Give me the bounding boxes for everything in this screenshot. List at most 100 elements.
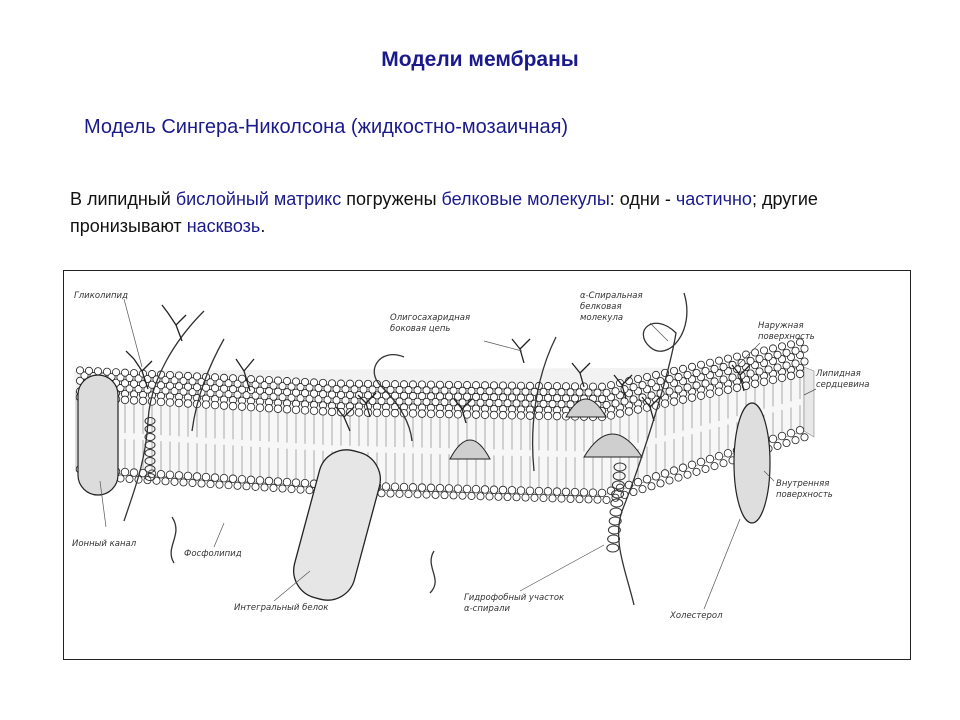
lipid-head [417,380,426,389]
carbohydrate-chains [125,304,751,432]
helix-turn [607,534,621,544]
label-line: Липидная [816,369,861,379]
lipid-head [476,398,485,407]
membrane-right-face [803,366,815,438]
lipid-head [575,388,584,397]
lipid-head [197,479,206,488]
label-line: поверхность [758,332,815,342]
lipid-head [777,373,787,383]
lipid-head [161,375,170,384]
label-line: Гидрофобный участок [464,593,565,603]
lipid-head [791,359,800,368]
lipid-head [192,472,202,481]
lipid-head [543,411,553,421]
lipid-head [269,483,278,492]
leader-cholesterol [703,518,741,610]
chain-2 [161,304,187,342]
label-line: белковая [580,302,622,312]
lipid-head [300,377,309,386]
lipid-head [166,370,175,379]
lipid-head [507,393,516,402]
lipid-head [714,387,724,396]
lipid-head [728,373,737,382]
body-text-part: . [260,216,266,236]
lipid-head [719,459,728,468]
lipid-head [359,385,368,394]
lipid-head [705,389,715,398]
lipid-head [255,375,264,384]
lipid-head [724,354,733,363]
lipid-head [525,486,535,496]
lipid-head [413,397,422,406]
lipid-head [458,386,467,395]
lipid-head [597,488,607,498]
lipid-head [390,408,400,418]
lipid-head [516,486,526,495]
lipid-head [589,382,598,391]
lipid-head [309,378,318,387]
lipid-head [147,397,157,406]
lipid-head [669,466,679,475]
leader-inner [763,470,775,482]
lipid-head [539,387,548,396]
helix-turn [610,498,624,508]
lipid-head [426,392,435,401]
lipid-head [341,396,350,405]
body-text: В липидный бислойный матрикс погружены б… [70,186,900,240]
chain-11 [731,364,751,392]
lipid-head [688,362,697,371]
lipid-head [759,377,769,386]
helix-turn [144,449,156,457]
lipid-head [309,406,319,416]
lipid-head [471,410,481,419]
lipid-head [395,489,404,498]
lipid-head [381,482,391,491]
lipid-head [521,493,530,502]
lipid-head [489,485,499,494]
leader-hydrophobic [519,544,605,592]
lipid-head [638,485,647,494]
lipid-head [228,385,237,394]
lipid-head [170,477,179,486]
lipid-head [480,393,489,402]
lipid-head [219,473,229,483]
lipid-head [660,469,670,478]
lipid-head [674,385,683,394]
lipid-head [260,392,269,401]
lipid-head [449,386,458,395]
lipid-head [345,379,354,388]
lipid-head [345,408,355,417]
highlight-bilayer-matrix: бислойный матрикс [175,189,342,209]
lipid-head [746,356,755,365]
lipid-head [413,386,422,395]
slide-subtitle: Модель Сингера-Николсона (жидкостно-моза… [84,116,569,138]
lipid-head [552,411,562,421]
strand-5 [617,292,688,606]
leader-glycolipid [123,298,143,368]
lipid-head [165,398,175,407]
lipid-head [175,382,184,391]
lipid-head [669,397,679,406]
lipid-head [534,486,544,496]
chain-7 [511,338,531,364]
lipid-head [246,375,255,384]
lipid-head [786,428,796,438]
lipid-head [665,476,674,485]
lipid-head [309,389,318,398]
lipid-head [503,399,512,408]
lipid-head [462,484,472,494]
label-line: α-Спиральная [580,291,643,301]
lipid-head [233,481,242,490]
lipid-head [282,405,292,414]
lipid-head [782,439,791,448]
lipid-head [431,386,440,395]
lipid-head [170,387,179,396]
lipid-head [399,380,408,389]
helix-turn [611,480,625,490]
lipid-head [395,397,404,406]
lipid-head [786,371,796,381]
lipid-head [760,346,769,355]
lipid-head [719,375,728,384]
lipid-head [674,373,683,382]
lipid-head [539,399,548,408]
